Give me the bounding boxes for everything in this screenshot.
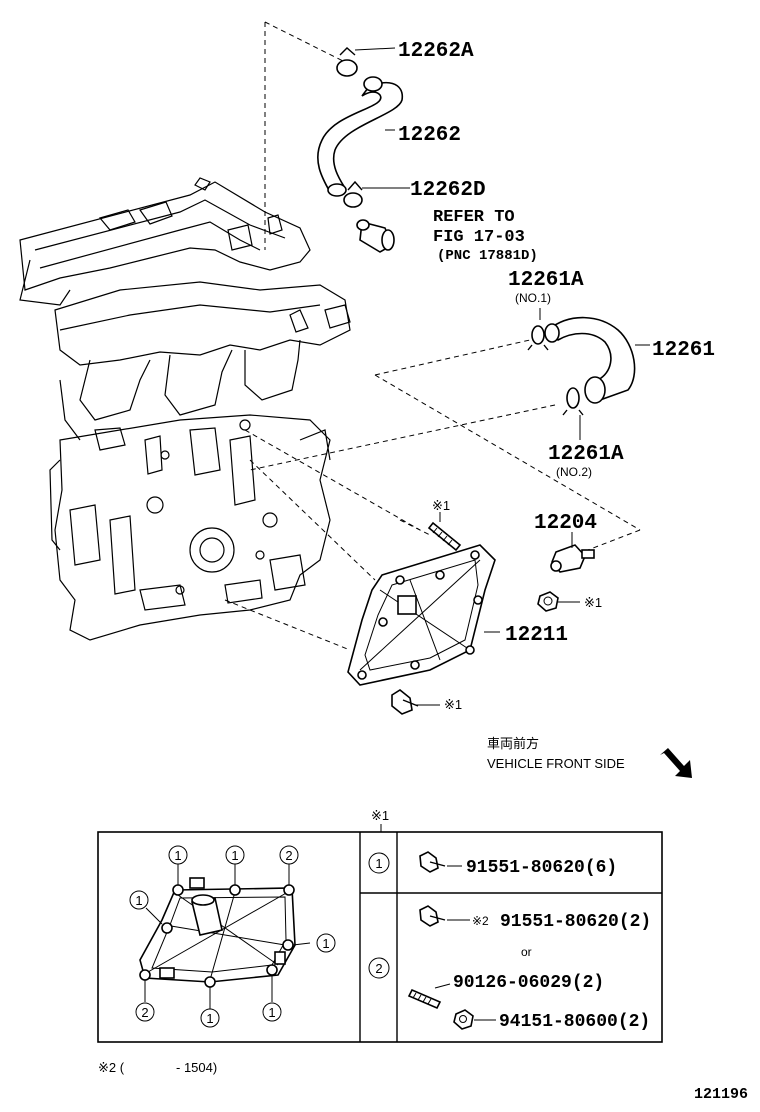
assembly-dashed-lines <box>224 21 641 651</box>
callout-12262D: 12262D <box>410 179 486 202</box>
figure-number: 121196 <box>694 1086 748 1103</box>
clamp-12261A-no2 <box>562 387 584 416</box>
flange-bolt <box>391 689 419 715</box>
clamp-12262A <box>336 47 358 77</box>
callout-12262: 12262 <box>398 124 461 147</box>
row2-or: or <box>521 945 532 959</box>
row2-part-number-b: 90126-06029(2) <box>453 973 604 993</box>
callout-12211: 12211 <box>505 624 568 647</box>
row2-number: 2 <box>375 961 382 976</box>
row2-nut-icon <box>453 1009 474 1030</box>
inset-mark: 1 <box>268 1005 275 1020</box>
callout-12261A-no1: 12261A <box>508 269 584 292</box>
pcv-valve-12204 <box>550 544 595 573</box>
refer-line-2: FIG 17-03 <box>433 228 525 247</box>
front-side-en: VEHICLE FRONT SIDE <box>487 756 625 771</box>
row2-footnote-mark: ※2 <box>472 914 489 928</box>
note-mark-stud: ※1 <box>432 498 450 513</box>
callout-12261A-no2: 12261A <box>548 443 624 466</box>
inset-mark: 1 <box>231 848 238 863</box>
hose-12262 <box>317 76 403 197</box>
callout-12204: 12204 <box>534 512 597 535</box>
inset-mark: 2 <box>141 1005 148 1020</box>
label-no1: (NO.1) <box>515 291 551 305</box>
footnote-mark: ※2 ( <box>98 1060 125 1075</box>
callout-12262A: 12262A <box>398 40 474 63</box>
clamp-12261A-no1 <box>527 325 549 351</box>
row1-part-number: 91551-80620(6) <box>466 858 617 878</box>
row2-number-circle <box>368 957 390 979</box>
engine-block-illustration <box>19 177 351 641</box>
hose-12261 <box>544 316 636 404</box>
row2-bolt-icon <box>419 905 446 927</box>
ventilation-plate-12211 <box>347 544 496 686</box>
row2-part-number-c: 94151-80600(2) <box>499 1012 650 1032</box>
clamp-12262D <box>343 180 363 208</box>
label-no2: (NO.2) <box>556 465 592 479</box>
front-direction-arrow-icon <box>660 748 692 778</box>
row2-part-number-a: 91551-80620(2) <box>500 912 651 932</box>
footnote-range: - 1504) <box>176 1060 217 1075</box>
fastener-table <box>97 831 663 1043</box>
inset-mark: 1 <box>322 936 329 951</box>
callout-12261: 12261 <box>652 339 715 362</box>
inset-mark: 1 <box>135 893 142 908</box>
note-mark-bolt: ※1 <box>444 697 462 712</box>
refer-line-3: (PNC 17881D) <box>437 248 538 264</box>
nut <box>537 591 559 612</box>
inset-mark: 1 <box>206 1011 213 1026</box>
inset-mark: 2 <box>285 848 292 863</box>
connector-fitting <box>356 219 395 253</box>
inset-plate-illustration <box>129 845 336 1028</box>
row1-number: 1 <box>375 856 382 871</box>
row1-number-circle <box>368 852 390 874</box>
callout-leaders <box>354 47 650 706</box>
stud-bolt <box>427 521 462 552</box>
table-header-mark: ※1 <box>371 808 389 823</box>
inset-mark: 1 <box>174 848 181 863</box>
row2-stud-icon <box>407 988 442 1010</box>
refer-line-1: REFER TO <box>433 208 515 227</box>
note-mark-nut: ※1 <box>584 595 602 610</box>
row1-bolt-icon <box>419 851 446 873</box>
front-side-jp: 車両前方 <box>487 736 539 751</box>
